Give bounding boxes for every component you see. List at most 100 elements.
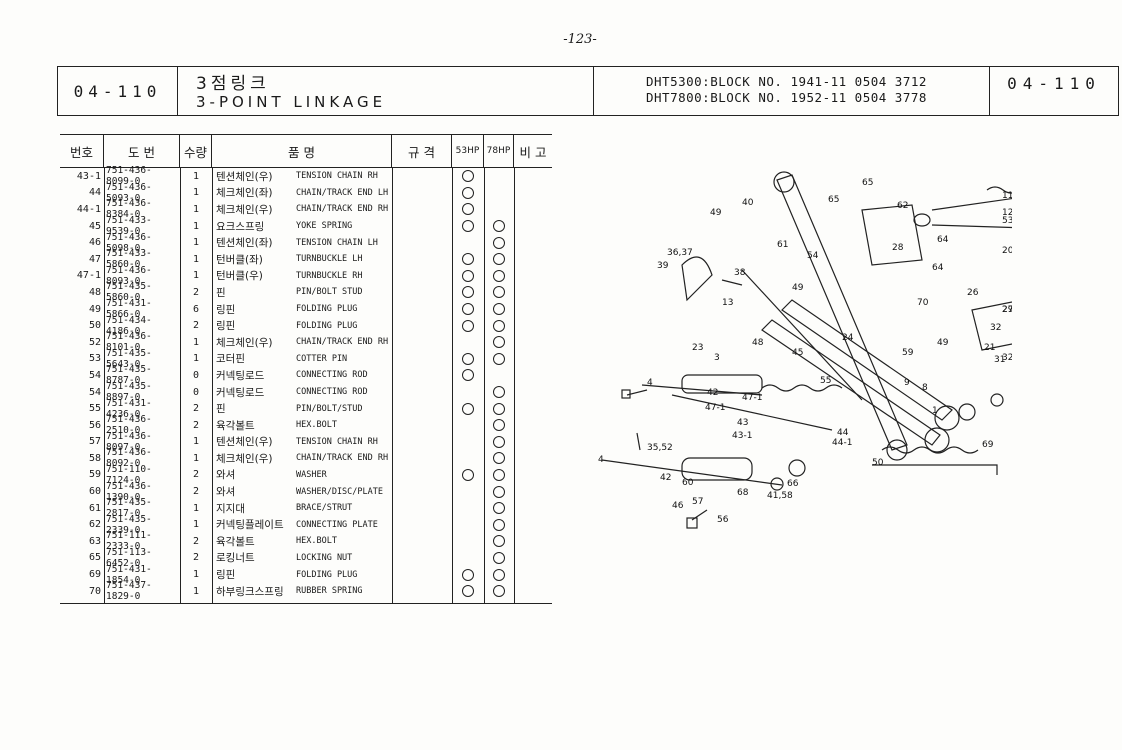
row-no: 56 bbox=[88, 419, 101, 431]
row-78hp bbox=[484, 483, 514, 500]
applicable-circle-icon bbox=[493, 485, 505, 498]
row-spec bbox=[392, 583, 452, 600]
row-78hp bbox=[484, 500, 514, 517]
row-53hp bbox=[452, 168, 484, 185]
row-name-english: CHAIN/TRACK END LH bbox=[296, 187, 389, 198]
row-name: 체크체인(우)CHAIN/TRACK END RH bbox=[212, 450, 392, 467]
row-no: 47 bbox=[88, 253, 101, 265]
row-53hp bbox=[452, 185, 484, 202]
row-part-number: 751-433-5860-0 bbox=[106, 248, 152, 271]
callout-label: 70 bbox=[917, 298, 929, 308]
row-name-korean: 체크체인(우) bbox=[216, 203, 273, 216]
row-name-english: HEX.BOLT bbox=[296, 536, 337, 547]
row-name-korean: 와셔 bbox=[216, 469, 236, 482]
row-remark bbox=[514, 583, 552, 600]
applicable-circle-icon bbox=[493, 319, 505, 332]
row-remark bbox=[514, 550, 552, 567]
row-53hp bbox=[452, 400, 484, 417]
callout-label: 59 bbox=[902, 348, 914, 358]
header-53hp: 53HP bbox=[452, 135, 484, 167]
row-name-korean: 링핀 bbox=[216, 320, 236, 333]
row-no: 63 bbox=[88, 535, 101, 547]
callout-label: 49 bbox=[937, 338, 949, 348]
applicable-circle-icon bbox=[462, 170, 474, 183]
row-53hp bbox=[452, 218, 484, 235]
callout-label: 57 bbox=[692, 497, 703, 507]
callout-label: 36,37 bbox=[667, 248, 693, 258]
row-78hp bbox=[484, 234, 514, 251]
row-name-korean: 육각볼트 bbox=[216, 535, 255, 548]
row-name-english: TENSION CHAIN RH bbox=[296, 171, 378, 182]
row-name-korean: 와셔 bbox=[216, 486, 236, 499]
row-name-korean: 링핀 bbox=[216, 303, 236, 316]
row-remark bbox=[514, 268, 552, 285]
callout-label: 66 bbox=[787, 479, 799, 489]
row-53hp bbox=[452, 284, 484, 301]
row-name-korean: 커넥팅플레이트 bbox=[216, 519, 284, 532]
callout-label: 39 bbox=[657, 261, 669, 271]
callout-label: 21 bbox=[984, 343, 995, 353]
row-spec bbox=[392, 201, 452, 218]
row-name: 텐션체인(우)TENSION CHAIN RH bbox=[212, 434, 392, 451]
row-53hp bbox=[452, 434, 484, 451]
section-code-right: 04-110 bbox=[1007, 74, 1101, 93]
row-part-number: 751-433-9539-0 bbox=[106, 215, 152, 238]
row-78hp bbox=[484, 533, 514, 550]
title-english: 3-POINT LINKAGE bbox=[196, 93, 387, 111]
callout-label: 47-1 bbox=[742, 393, 762, 403]
row-name-korean: 요크스프링 bbox=[216, 220, 265, 233]
row-no: 46 bbox=[88, 237, 101, 249]
row-name-english: BRACE/STRUT bbox=[296, 503, 353, 514]
row-name-english: CONNECTING ROD bbox=[296, 370, 368, 381]
row-part-number: 751-436-5093-0 bbox=[106, 181, 152, 204]
row-name-english: FOLDING PLUG bbox=[296, 304, 358, 315]
callout-label: 45 bbox=[792, 348, 803, 358]
callout-label: 54 bbox=[807, 251, 819, 261]
row-part-number: 751-435-8787-0 bbox=[106, 364, 152, 387]
row-qty: 1 bbox=[192, 187, 200, 199]
row-spec bbox=[392, 467, 452, 484]
applicable-circle-icon bbox=[493, 551, 505, 564]
row-qty: 1 bbox=[192, 220, 200, 232]
row-name: 텐션체인(우)TENSION CHAIN RH bbox=[212, 168, 392, 185]
callout-label: 42 bbox=[660, 473, 671, 483]
model-line-1: DHT5300:BLOCK NO. 1941-11 0504 3712 bbox=[646, 74, 927, 89]
row-name-english: TURNBUCKLE LH bbox=[296, 254, 363, 265]
applicable-circle-icon bbox=[493, 269, 505, 282]
row-no: 60 bbox=[88, 486, 101, 498]
row-remark bbox=[514, 234, 552, 251]
row-remark bbox=[514, 334, 552, 351]
row-no: 70 bbox=[88, 585, 101, 597]
row-78hp bbox=[484, 417, 514, 434]
callout-label: 44-1 bbox=[832, 438, 852, 448]
row-53hp bbox=[452, 317, 484, 334]
row-name-korean: 턴버클(좌) bbox=[216, 253, 263, 266]
row-name-korean: 링핀 bbox=[216, 569, 236, 582]
row-53hp bbox=[452, 201, 484, 218]
row-name-english: LOCKING NUT bbox=[296, 552, 353, 563]
callout-label: 26 bbox=[967, 288, 979, 298]
row-qty: 2 bbox=[192, 469, 200, 481]
column-divider bbox=[514, 168, 515, 604]
applicable-circle-icon bbox=[462, 585, 474, 598]
row-53hp bbox=[452, 367, 484, 384]
row-name-english: HEX.BOLT bbox=[296, 420, 337, 431]
callout-label: 41,58 bbox=[767, 491, 793, 501]
row-part-number: 751-437-1829-0 bbox=[106, 580, 152, 603]
applicable-circle-icon bbox=[462, 369, 474, 382]
callout-label: 12 bbox=[1002, 208, 1012, 218]
row-part-number: 751-113-6452-0 bbox=[106, 546, 152, 569]
row-name-korean: 핀 bbox=[216, 286, 226, 299]
row-name-english: PIN/BOLT/STUD bbox=[296, 403, 363, 414]
row-spec bbox=[392, 550, 452, 567]
